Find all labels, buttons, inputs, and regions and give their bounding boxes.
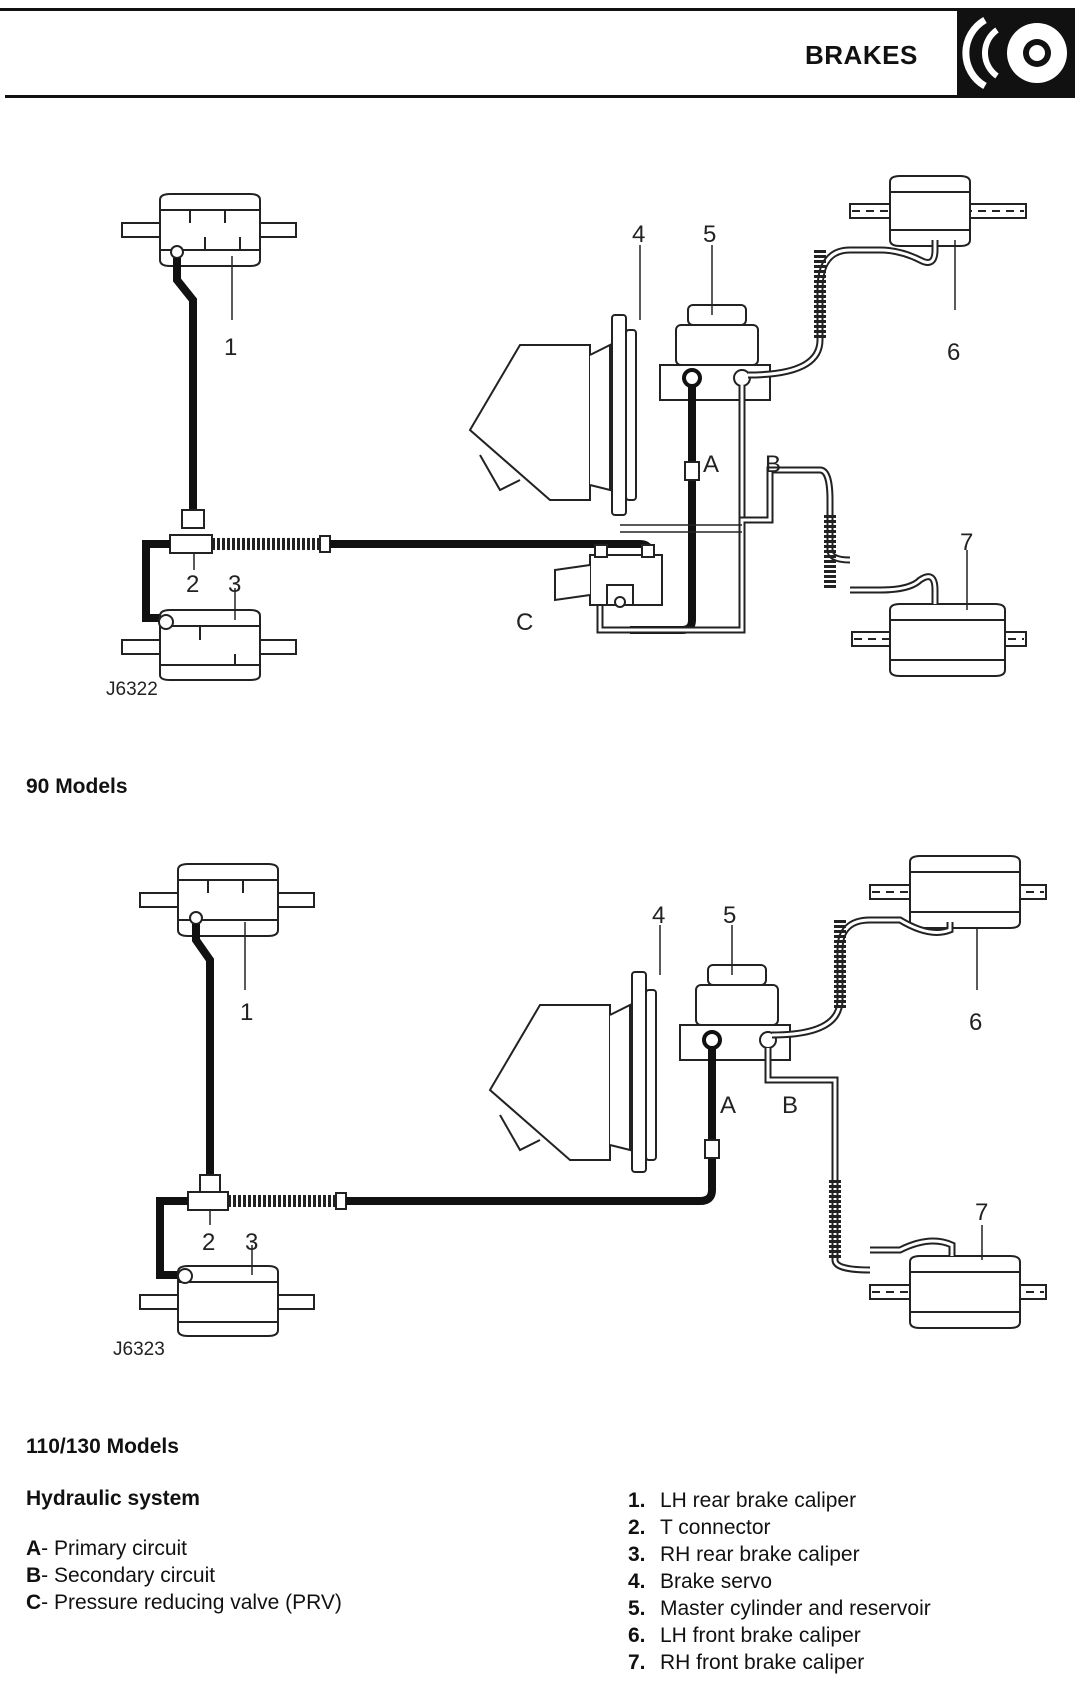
figure-code: J6323 (113, 1339, 165, 1360)
component-item: 3. RH rear brake caliper (628, 1541, 931, 1568)
component-number: 6. (628, 1624, 646, 1647)
callout-3: 3 (245, 1229, 258, 1256)
component-label: Brake servo (660, 1570, 773, 1593)
callout-b: B (765, 451, 781, 478)
component-item: 5. Master cylinder and reservoir (628, 1595, 931, 1622)
t-connector (156, 1160, 716, 1279)
lh-front-caliper (869, 855, 1047, 936)
callout-4: 4 (632, 221, 645, 248)
t-connector (142, 509, 654, 622)
component-item: 2. T connector (628, 1514, 931, 1541)
callout-7: 7 (960, 529, 973, 556)
rh-rear-caliper (139, 1265, 315, 1337)
callout-1: 1 (224, 334, 237, 361)
component-item: 4. Brake servo (628, 1568, 931, 1595)
rh-front-caliper (869, 1237, 1047, 1329)
component-label: LH front brake caliper (660, 1624, 861, 1647)
circuit-key: C (26, 1591, 42, 1614)
master-cylinder (659, 304, 771, 401)
callout-a: A (703, 451, 719, 478)
lh-rear-caliper (121, 193, 297, 267)
circuit-key: A (26, 1537, 42, 1560)
callout-1: 1 (240, 999, 253, 1026)
component-number: 3. (628, 1543, 646, 1566)
callout-6: 6 (969, 1009, 982, 1036)
section-logo (957, 8, 1075, 98)
callout-a: A (720, 1092, 736, 1119)
component-label: RH front brake caliper (660, 1651, 865, 1674)
figure-code: J6322 (106, 679, 158, 700)
component-item: 7. RH front brake caliper (628, 1649, 931, 1676)
component-number: 2. (628, 1516, 646, 1539)
callout-2: 2 (186, 571, 199, 598)
header-rule-bottom (5, 95, 1075, 98)
component-label: RH rear brake caliper (660, 1543, 860, 1566)
brake-servo (468, 314, 637, 516)
component-number: 5. (628, 1597, 646, 1620)
lh-rear-caliper (139, 863, 315, 937)
callout-2: 2 (202, 1229, 215, 1256)
brake-disc-icon (962, 16, 1067, 90)
callout-3: 3 (228, 571, 241, 598)
circuit-label: - Pressure reducing valve (PRV) (41, 1591, 342, 1614)
caption-90-models: 90 Models (26, 775, 128, 798)
header-rule-top (0, 8, 1075, 11)
brake-servo (488, 971, 657, 1173)
callout-5: 5 (703, 221, 716, 248)
component-item: 6. LH front brake caliper (628, 1622, 931, 1649)
rh-rear-caliper (121, 609, 297, 681)
callout-6: 6 (947, 339, 960, 366)
legend-title: Hydraulic system (26, 1487, 200, 1510)
circuit-key: B (26, 1564, 42, 1587)
circuit-label: - Secondary circuit (41, 1564, 216, 1587)
hydraulic-diagram-110: 1 2 3 4 5 6 7 A B J6323 (113, 855, 1047, 1360)
circuit-item: B- Secondary circuit (26, 1562, 342, 1589)
component-number: 4. (628, 1570, 646, 1593)
lh-front-caliper (849, 175, 1027, 266)
component-label: LH rear brake caliper (660, 1489, 857, 1512)
component-label: Master cylinder and reservoir (660, 1597, 931, 1620)
component-label: T connector (660, 1516, 771, 1539)
rh-front-caliper (850, 573, 1027, 677)
component-number: 7. (628, 1651, 646, 1674)
master-cylinder (679, 964, 791, 1061)
circuit-label: - Primary circuit (41, 1537, 188, 1560)
circuit-legend: A- Primary circuit B- Secondary circuit … (26, 1535, 342, 1616)
component-number: 1. (628, 1489, 646, 1512)
section-title: BRAKES (805, 40, 918, 70)
component-legend: 1. LH rear brake caliper 2. T connector 3.… (628, 1487, 931, 1676)
component-item: 1. LH rear brake caliper (628, 1487, 931, 1514)
pressure-reducing-valve (554, 544, 663, 608)
caption-110-130-models: 110/130 Models (26, 1435, 179, 1458)
hydraulic-diagram-90: 1 2 3 4 5 6 7 A B C J6322 (106, 175, 1027, 700)
callout-c: C (516, 609, 533, 636)
circuit-item: C- Pressure reducing valve (PRV) (26, 1589, 342, 1616)
callout-4: 4 (652, 902, 665, 929)
callout-7: 7 (975, 1199, 988, 1226)
circuit-item: A- Primary circuit (26, 1535, 342, 1562)
callout-b: B (782, 1092, 798, 1119)
callout-5: 5 (723, 902, 736, 929)
